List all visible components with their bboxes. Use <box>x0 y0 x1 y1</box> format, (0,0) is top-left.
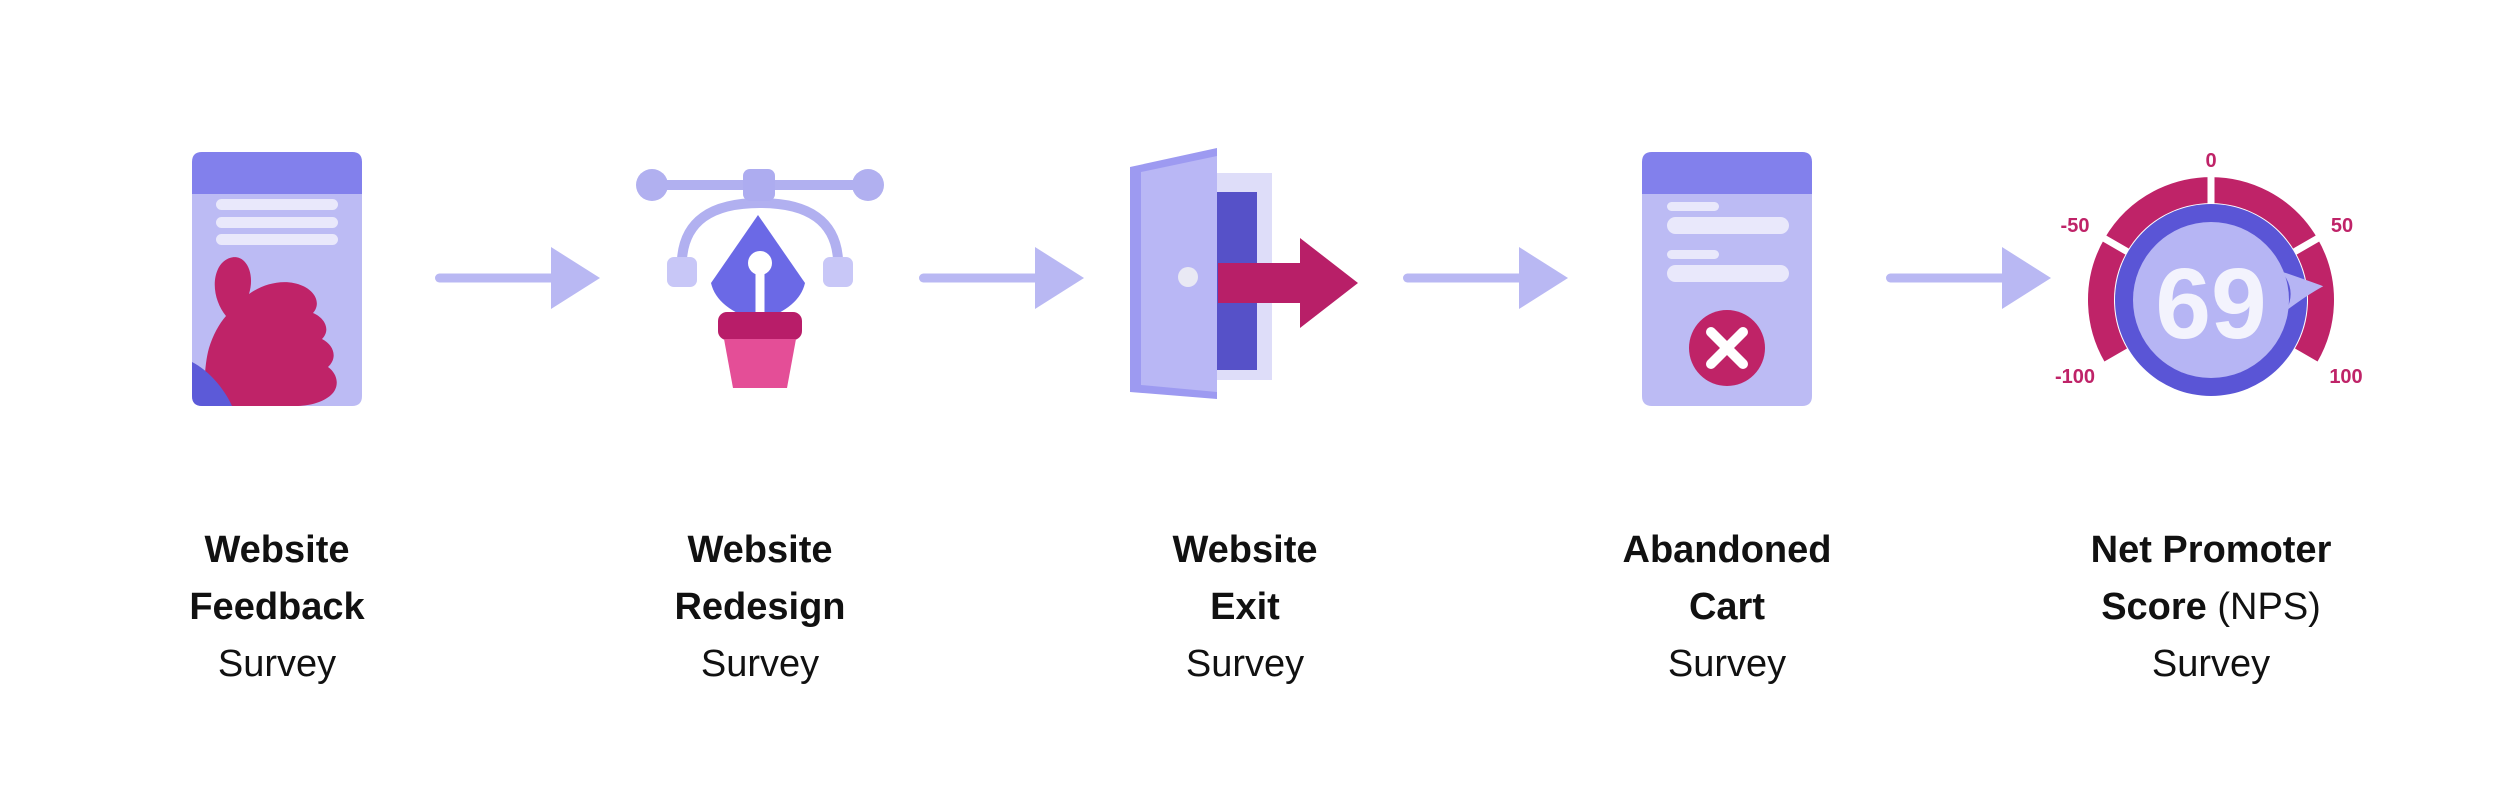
label-line: Survey <box>700 643 820 685</box>
gauge-inner-circle <box>2133 222 2289 378</box>
label-line: Survey <box>2151 643 2271 685</box>
door-knob <box>1178 267 1198 287</box>
card-text-line <box>216 234 338 245</box>
label-line: Website <box>1172 529 1318 571</box>
gauge-tick-label-0: 0 <box>2205 150 2216 172</box>
card-text-line <box>216 217 338 228</box>
nps-gauge-icon: 69 0 -50 50 -100 100 <box>2055 150 2363 396</box>
label-line: Abandoned <box>1622 529 1832 571</box>
arrow-right-icon <box>1403 247 1568 309</box>
exit-arrow <box>1218 238 1358 328</box>
gauge-tick-label-neg50: -50 <box>2061 215 2090 237</box>
label-line: Exit <box>1210 586 1280 628</box>
thumbs-up-survey-card-icon <box>192 152 362 406</box>
survey-card-header <box>192 152 362 194</box>
label-line: Survey <box>1185 643 1305 685</box>
bezier-curve <box>677 197 843 264</box>
label-nps-survey: Net Promoter Score (NPS) Survey <box>1971 522 2451 693</box>
card-text-line <box>1667 217 1789 234</box>
survey-card-body <box>1642 194 1812 406</box>
card-text-line <box>216 199 338 210</box>
label-abandoned-cart-survey: Abandoned Cart Survey <box>1487 522 1967 693</box>
arrow-right-icon <box>435 247 600 309</box>
label-line: Website <box>204 529 350 571</box>
label-line: Website <box>687 529 833 571</box>
thumbs-up-hand <box>204 257 337 406</box>
label-line: Survey <box>1667 643 1787 685</box>
card-text-line <box>1667 250 1719 259</box>
gauge-tick-label-neg100: -100 <box>2055 366 2095 388</box>
bezier-node-bottom-right <box>823 257 853 287</box>
bezier-anchor-right <box>852 169 884 201</box>
gauge-value: 69 <box>2155 248 2266 360</box>
label-line: Feedback <box>189 586 365 628</box>
card-text-line <box>1667 202 1719 211</box>
gauge-pointer <box>2281 271 2324 311</box>
label-website-exit-survey: Website Exit Survey <box>1005 522 1485 693</box>
pen-holder-rim <box>718 312 802 340</box>
gauge-tick-label-100: 100 <box>2329 366 2362 388</box>
bezier-anchor-left <box>636 169 668 201</box>
pen-holder-pot <box>724 339 796 388</box>
label-line: Redesign <box>674 586 846 628</box>
card-text-line <box>1667 265 1789 282</box>
pen-tool-icon <box>636 169 884 388</box>
arrow-right-icon <box>919 247 1084 309</box>
cancel-x-icon <box>1706 327 1748 369</box>
gauge-tick-label-50: 50 <box>2331 215 2353 237</box>
label-website-feedback-survey: Website Feedback Survey <box>37 522 517 693</box>
label-line: Score (NPS) <box>2101 586 2321 628</box>
label-website-redesign-survey: Website Redesign Survey <box>520 522 1000 693</box>
exit-door-icon <box>1130 148 1358 399</box>
bezier-node-top <box>743 169 775 201</box>
pen-nib-hole <box>748 251 772 275</box>
survey-card-header <box>1642 152 1812 194</box>
label-line: Net Promoter <box>2090 529 2332 571</box>
label-line: Cart <box>1688 586 1766 628</box>
pen-nib-slit <box>755 271 765 315</box>
label-line: Survey <box>217 643 337 685</box>
arrow-right-icon <box>1886 247 2051 309</box>
cancelled-survey-card-icon <box>1642 152 1812 406</box>
bezier-node-bottom-left <box>667 257 697 287</box>
hand-sleeve <box>192 362 232 406</box>
